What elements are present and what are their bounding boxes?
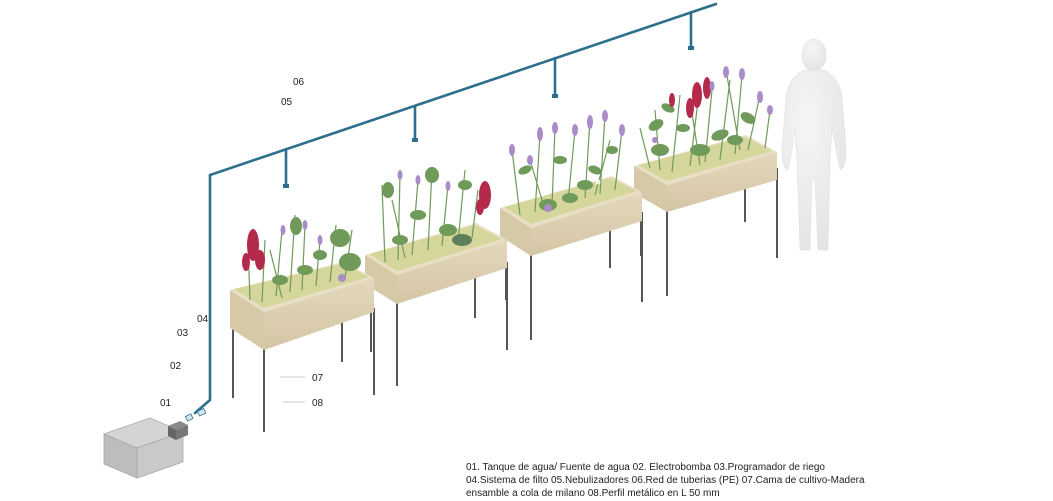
legend-line-3: ensamble a cola de milano 08.Perfil metá… bbox=[466, 488, 720, 499]
legend: 01. Tanque de agua/ Fuente de agua 02. E… bbox=[466, 461, 886, 500]
plants-bed-3 bbox=[509, 110, 625, 216]
label-04: 04 bbox=[197, 314, 209, 325]
human-silhouette bbox=[781, 38, 847, 251]
label-01: 01 bbox=[160, 398, 172, 409]
nebulizer-nozzles bbox=[283, 46, 694, 188]
label-05: 05 bbox=[281, 97, 293, 108]
plants-bed-4 bbox=[639, 66, 773, 173]
pipe-network bbox=[193, 2, 718, 415]
label-08: 08 bbox=[312, 398, 324, 409]
planter-bed-1 bbox=[230, 262, 375, 432]
label-02: 02 bbox=[170, 361, 182, 372]
label-07: 07 bbox=[312, 373, 324, 384]
filter-programmer-fittings bbox=[184, 407, 207, 422]
water-tank bbox=[102, 417, 185, 479]
leader-lines bbox=[280, 376, 305, 403]
legend-line-1: 01. Tanque de agua/ Fuente de agua 02. E… bbox=[466, 462, 825, 473]
label-06: 06 bbox=[293, 77, 305, 88]
legend-line-2: 04.Sistema de filto 05.Nebulizadores 06.… bbox=[466, 475, 865, 486]
plants-bed-2 bbox=[381, 167, 491, 263]
planter-bed-2 bbox=[365, 223, 508, 386]
plants-bed-1 bbox=[242, 214, 361, 303]
electropump bbox=[168, 421, 188, 440]
label-03: 03 bbox=[177, 328, 189, 339]
